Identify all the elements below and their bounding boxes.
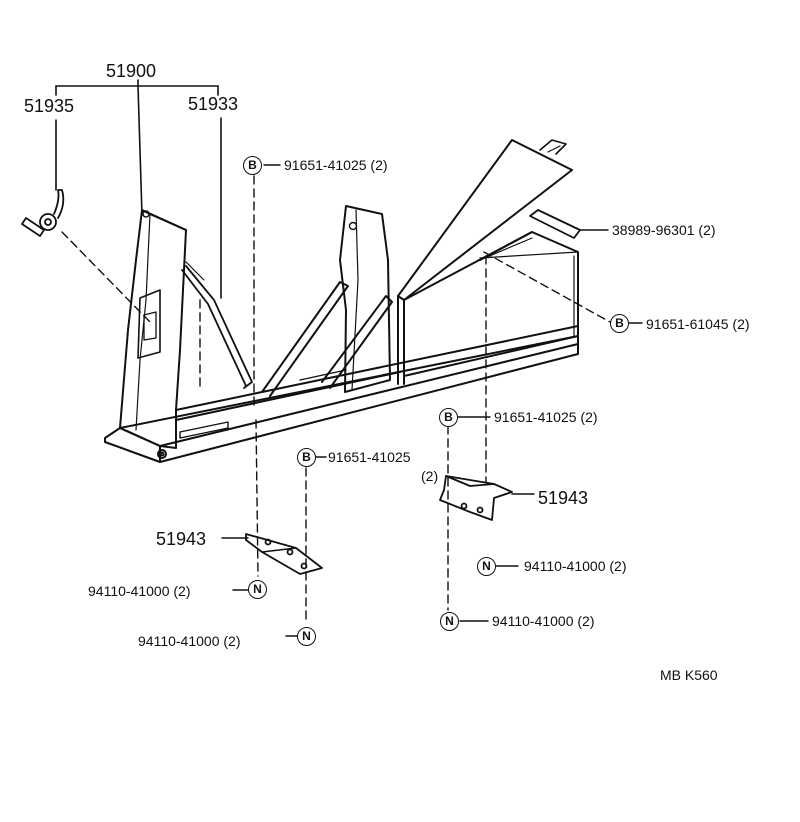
hook-dashed-line: [61, 231, 151, 323]
nut-symbol-right-lower: N: [440, 612, 459, 631]
left-bracket-part: [221, 533, 323, 575]
assembly-bracket-lines: [55, 79, 222, 299]
part-label-51933: 51933: [188, 94, 239, 114]
part-label-51935: 51935: [24, 96, 75, 116]
nut-label-right-lower: 94110-41000 (2): [492, 613, 595, 629]
nut-label-left-lower: 94110-41000 (2): [138, 633, 241, 649]
spring-hook-part: [21, 189, 65, 237]
bolt-label-mid-right: 91651-61045 (2): [646, 316, 750, 332]
nut-label-right-upper: 94110-41000 (2): [524, 558, 627, 574]
rod-part: [181, 261, 253, 389]
dashed-center-lines: [253, 175, 611, 625]
bolt-symbol-mid-right: B: [610, 314, 629, 333]
nut-symbol-right-upper: N: [477, 557, 496, 576]
part-label-51900: 51900: [106, 61, 157, 81]
bolt-symbol-top: B: [243, 156, 262, 175]
left-pillar: [119, 209, 187, 449]
nut-symbol-left-upper: N: [248, 580, 267, 599]
bolt-symbol-lower-right: B: [439, 408, 458, 427]
part-label-38989: 38989-96301 (2): [612, 222, 716, 238]
nut-label-left-upper: 94110-41000 (2): [88, 583, 191, 599]
bolt-qty-lower-left: (2): [421, 468, 439, 484]
right-bracket-part: [439, 475, 535, 521]
bolt-label-lower-left: 91651-41025: [328, 449, 411, 465]
base-frame: [104, 325, 579, 463]
diagram-reference-code: MB K560: [660, 667, 718, 683]
bolt-label-lower-right: 91651-41025 (2): [494, 409, 598, 425]
bolt-symbol-lower-left: B: [297, 448, 316, 467]
leader-lines: [232, 164, 643, 637]
center-pillar: [261, 205, 393, 397]
spacer-part: [529, 209, 609, 239]
nut-symbol-left-lower: N: [297, 627, 316, 646]
part-label-51943-left: 51943: [156, 529, 207, 549]
bolt-label-top: 91651-41025 (2): [284, 157, 388, 173]
inclined-board: [397, 139, 573, 385]
part-label-51943-right: 51943: [538, 488, 589, 508]
